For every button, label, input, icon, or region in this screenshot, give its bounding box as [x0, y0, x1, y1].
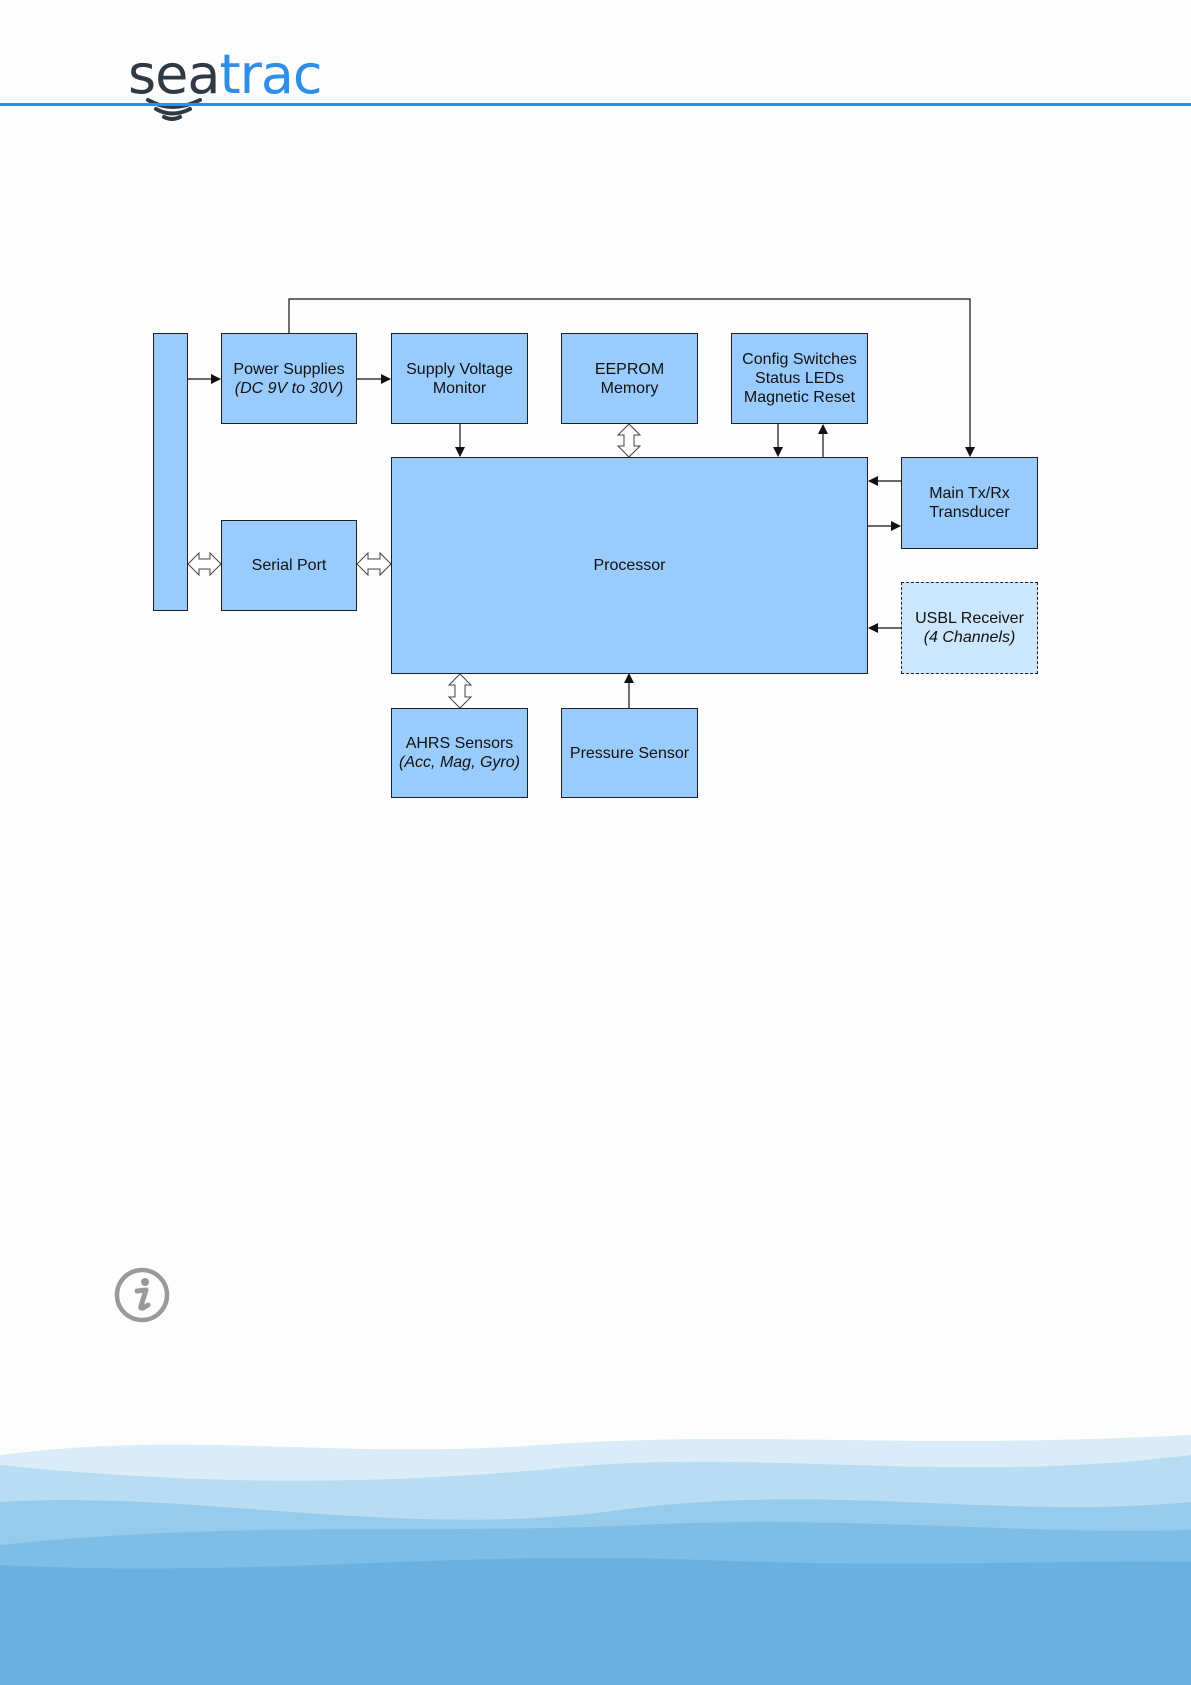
main-txrx-transducer-block: Main Tx/Rx Transducer [901, 457, 1038, 549]
connector-block [153, 333, 188, 611]
power-supplies-voltage-label: (DC 9V to 30V) [235, 379, 343, 398]
supply-voltage-monitor-label-2: Monitor [433, 379, 486, 398]
eeprom-processor-bidirectional-arrow [618, 424, 640, 457]
usbl-receiver-block: USBL Receiver (4 Channels) [901, 582, 1038, 674]
config-label-3: Magnetic Reset [744, 388, 855, 407]
main-txrx-label-1: Main Tx/Rx [929, 484, 1010, 503]
main-txrx-label-2: Transducer [929, 503, 1009, 522]
power-supplies-block: Power Supplies (DC 9V to 30V) [221, 333, 357, 424]
ahrs-sensors-list-label: (Acc, Mag, Gyro) [399, 753, 520, 772]
ahrs-label: AHRS Sensors [406, 734, 514, 753]
pressure-sensor-label: Pressure Sensor [570, 744, 689, 763]
serial-port-label: Serial Port [252, 556, 327, 575]
eeprom-label-1: EEPROM [595, 360, 664, 379]
eeprom-label-2: Memory [601, 379, 659, 398]
connector-serial-bidirectional-arrow [188, 553, 221, 575]
processor-label: Processor [593, 556, 665, 575]
usbl-channels-label: (4 Channels) [924, 628, 1016, 647]
power-supplies-label: Power Supplies [233, 360, 344, 379]
info-icon [113, 1266, 173, 1326]
serial-processor-bidirectional-arrow [357, 553, 391, 575]
config-switches-block: Config Switches Status LEDs Magnetic Res… [731, 333, 868, 424]
serial-port-block: Serial Port [221, 520, 357, 611]
config-label-2: Status LEDs [755, 369, 844, 388]
supply-voltage-monitor-block: Supply Voltage Monitor [391, 333, 528, 424]
footer-waves-decoration [0, 1410, 1191, 1685]
usbl-receiver-label: USBL Receiver [915, 609, 1024, 628]
supply-voltage-monitor-label-1: Supply Voltage [406, 360, 513, 379]
ahrs-processor-bidirectional-arrow [449, 674, 471, 708]
pressure-sensor-block: Pressure Sensor [561, 708, 698, 798]
ahrs-sensors-block: AHRS Sensors (Acc, Mag, Gyro) [391, 708, 528, 798]
config-label-1: Config Switches [742, 350, 857, 369]
eeprom-memory-block: EEPROM Memory [561, 333, 698, 424]
processor-block: Processor [391, 457, 868, 674]
